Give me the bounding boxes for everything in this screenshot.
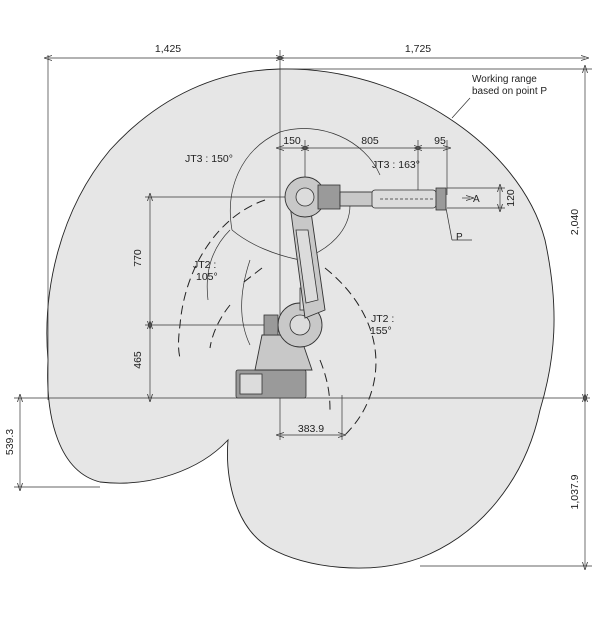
robot-base-panel [239,373,263,395]
jt-limit-dashed-arcs [178,199,377,439]
forearm-root [339,191,376,207]
wrist-flange [435,187,447,211]
dim-tool-flange: 120 [505,189,517,207]
point-p-label: P [456,232,463,243]
dim-rear-depth: 539.3 [4,429,16,455]
jt2-front-label-2: 155° [370,325,392,337]
shoulder-motor [263,314,279,336]
dim-lower-depth: 1,037.9 [569,474,581,509]
dim-left-reach: 1,425 [155,43,181,55]
dim-total-height: 2,040 [569,209,581,235]
leader-lines [445,97,472,241]
dim-base-height: 465 [132,351,144,369]
dimension-arrows [20,58,585,566]
dim-shoulder-offset: 150 [283,135,301,147]
working-range-note-1: Working range [472,74,537,85]
dim-arm-length: 770 [132,249,144,267]
shoulder-hub [289,314,311,336]
dim-right-reach: 1,725 [405,43,431,55]
dimension-texts: 1,425 1,725 150 805 95 2,040 120 770 465… [4,43,581,510]
angle-labels: JT3 : 150° JT3 : 163° JT2 : 105° JT2 : 1… [185,153,420,337]
annotations: Working range based on point P A P [456,74,547,243]
robot-arm [235,176,447,399]
jt3-back-label: JT3 : 150° [185,153,233,165]
lower-arm-rib [295,229,319,304]
jt3-front-label: JT3 : 163° [372,159,420,171]
point-a-label: A [473,194,480,205]
jt2-back-label-2: 105° [196,271,218,283]
jt2-front-label-1: JT2 : [371,313,394,325]
elbow-hub [295,187,315,207]
elbow-motor [317,184,341,210]
working-range-note-2: based on point P [472,86,547,97]
dim-upper-arm-span: 805 [361,135,379,147]
dim-base-offset: 383.9 [298,423,324,435]
dim-wrist-offset: 95 [434,135,446,147]
jt2-back-label-1: JT2 : [193,259,216,271]
